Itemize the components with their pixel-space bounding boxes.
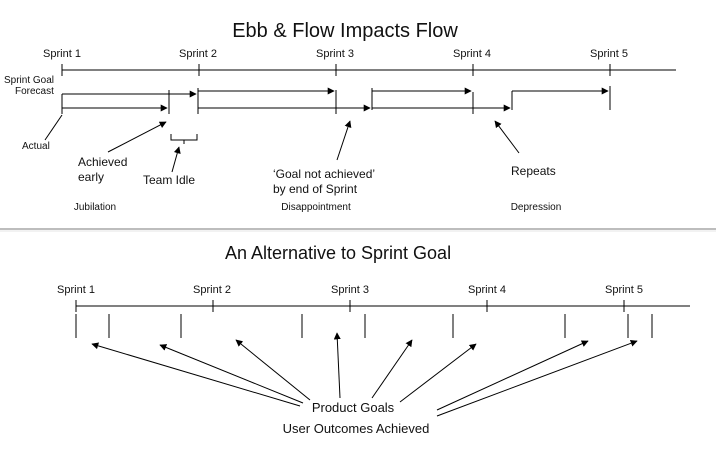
bottom-sprint-3-label: Sprint 3 [331,284,369,296]
top-sprint-2-label: Sprint 2 [179,48,217,60]
actual-pointer [44,114,63,141]
achieved-early-arrow [107,121,167,153]
sprint-goal-row-label-1: Sprint Goal [4,75,54,86]
bottom-sprint-1-label: Sprint 1 [57,284,95,296]
outcome-markers [75,314,653,338]
product-goals-label: Product Goals [312,400,395,415]
outcome-arrow [333,332,341,399]
team-idle-arrow [171,146,181,173]
outcome-arrow [399,343,477,403]
team-idle-label: Team Idle [143,173,195,187]
goal-not-achieved-label-1: ‘Goal not achieved’ [273,167,375,181]
bottom-sprint-5-label: Sprint 5 [605,284,643,296]
bottom-title: An Alternative to Sprint Goal [225,243,451,263]
goal-not-achieved-arrow [336,120,352,161]
top-timeline [61,64,676,76]
top-sprint-1-label: Sprint 1 [43,48,81,60]
outcome-arrow [436,339,638,417]
bottom-sprint-2-label: Sprint 2 [193,284,231,296]
top-sprint-5-label: Sprint 5 [590,48,628,60]
outcome-arrows [91,332,638,417]
sprint-goal-row-label-2: Forecast [15,86,54,97]
achieved-early-label-2: early [78,170,104,184]
repeats-label: Repeats [511,164,556,178]
actual-arrows [62,90,511,114]
actual-label: Actual [22,141,50,152]
achieved-early-label-1: Achieved [78,155,127,169]
mood-depression: Depression [511,202,562,213]
outcome-arrow [436,340,589,411]
goal-not-achieved-label-2: by end of Sprint [273,182,358,196]
top-title: Ebb & Flow Impacts Flow [232,20,458,42]
top-sprint-4-label: Sprint 4 [453,48,491,60]
team-idle-bracket [170,134,198,144]
outcome-arrow [371,339,413,399]
mood-disappointment: Disappointment [281,202,351,213]
user-outcomes-label: User Outcomes Achieved [283,421,430,436]
forecast-arrows [61,86,611,114]
bottom-sprint-4-label: Sprint 4 [468,284,506,296]
repeats-arrow [494,120,520,154]
mood-jubilation: Jubilation [74,202,116,213]
outcome-arrow [235,339,311,401]
bottom-sprint-labels: Sprint 1 Sprint 2 Sprint 3 Sprint 4 Spri… [57,284,643,296]
outcome-arrow [159,344,304,404]
bottom-timeline [75,300,690,312]
outcome-arrow [91,342,301,407]
top-sprint-labels: Sprint 1 Sprint 2 Sprint 3 Sprint 4 Spri… [43,48,628,60]
top-sprint-3-label: Sprint 3 [316,48,354,60]
